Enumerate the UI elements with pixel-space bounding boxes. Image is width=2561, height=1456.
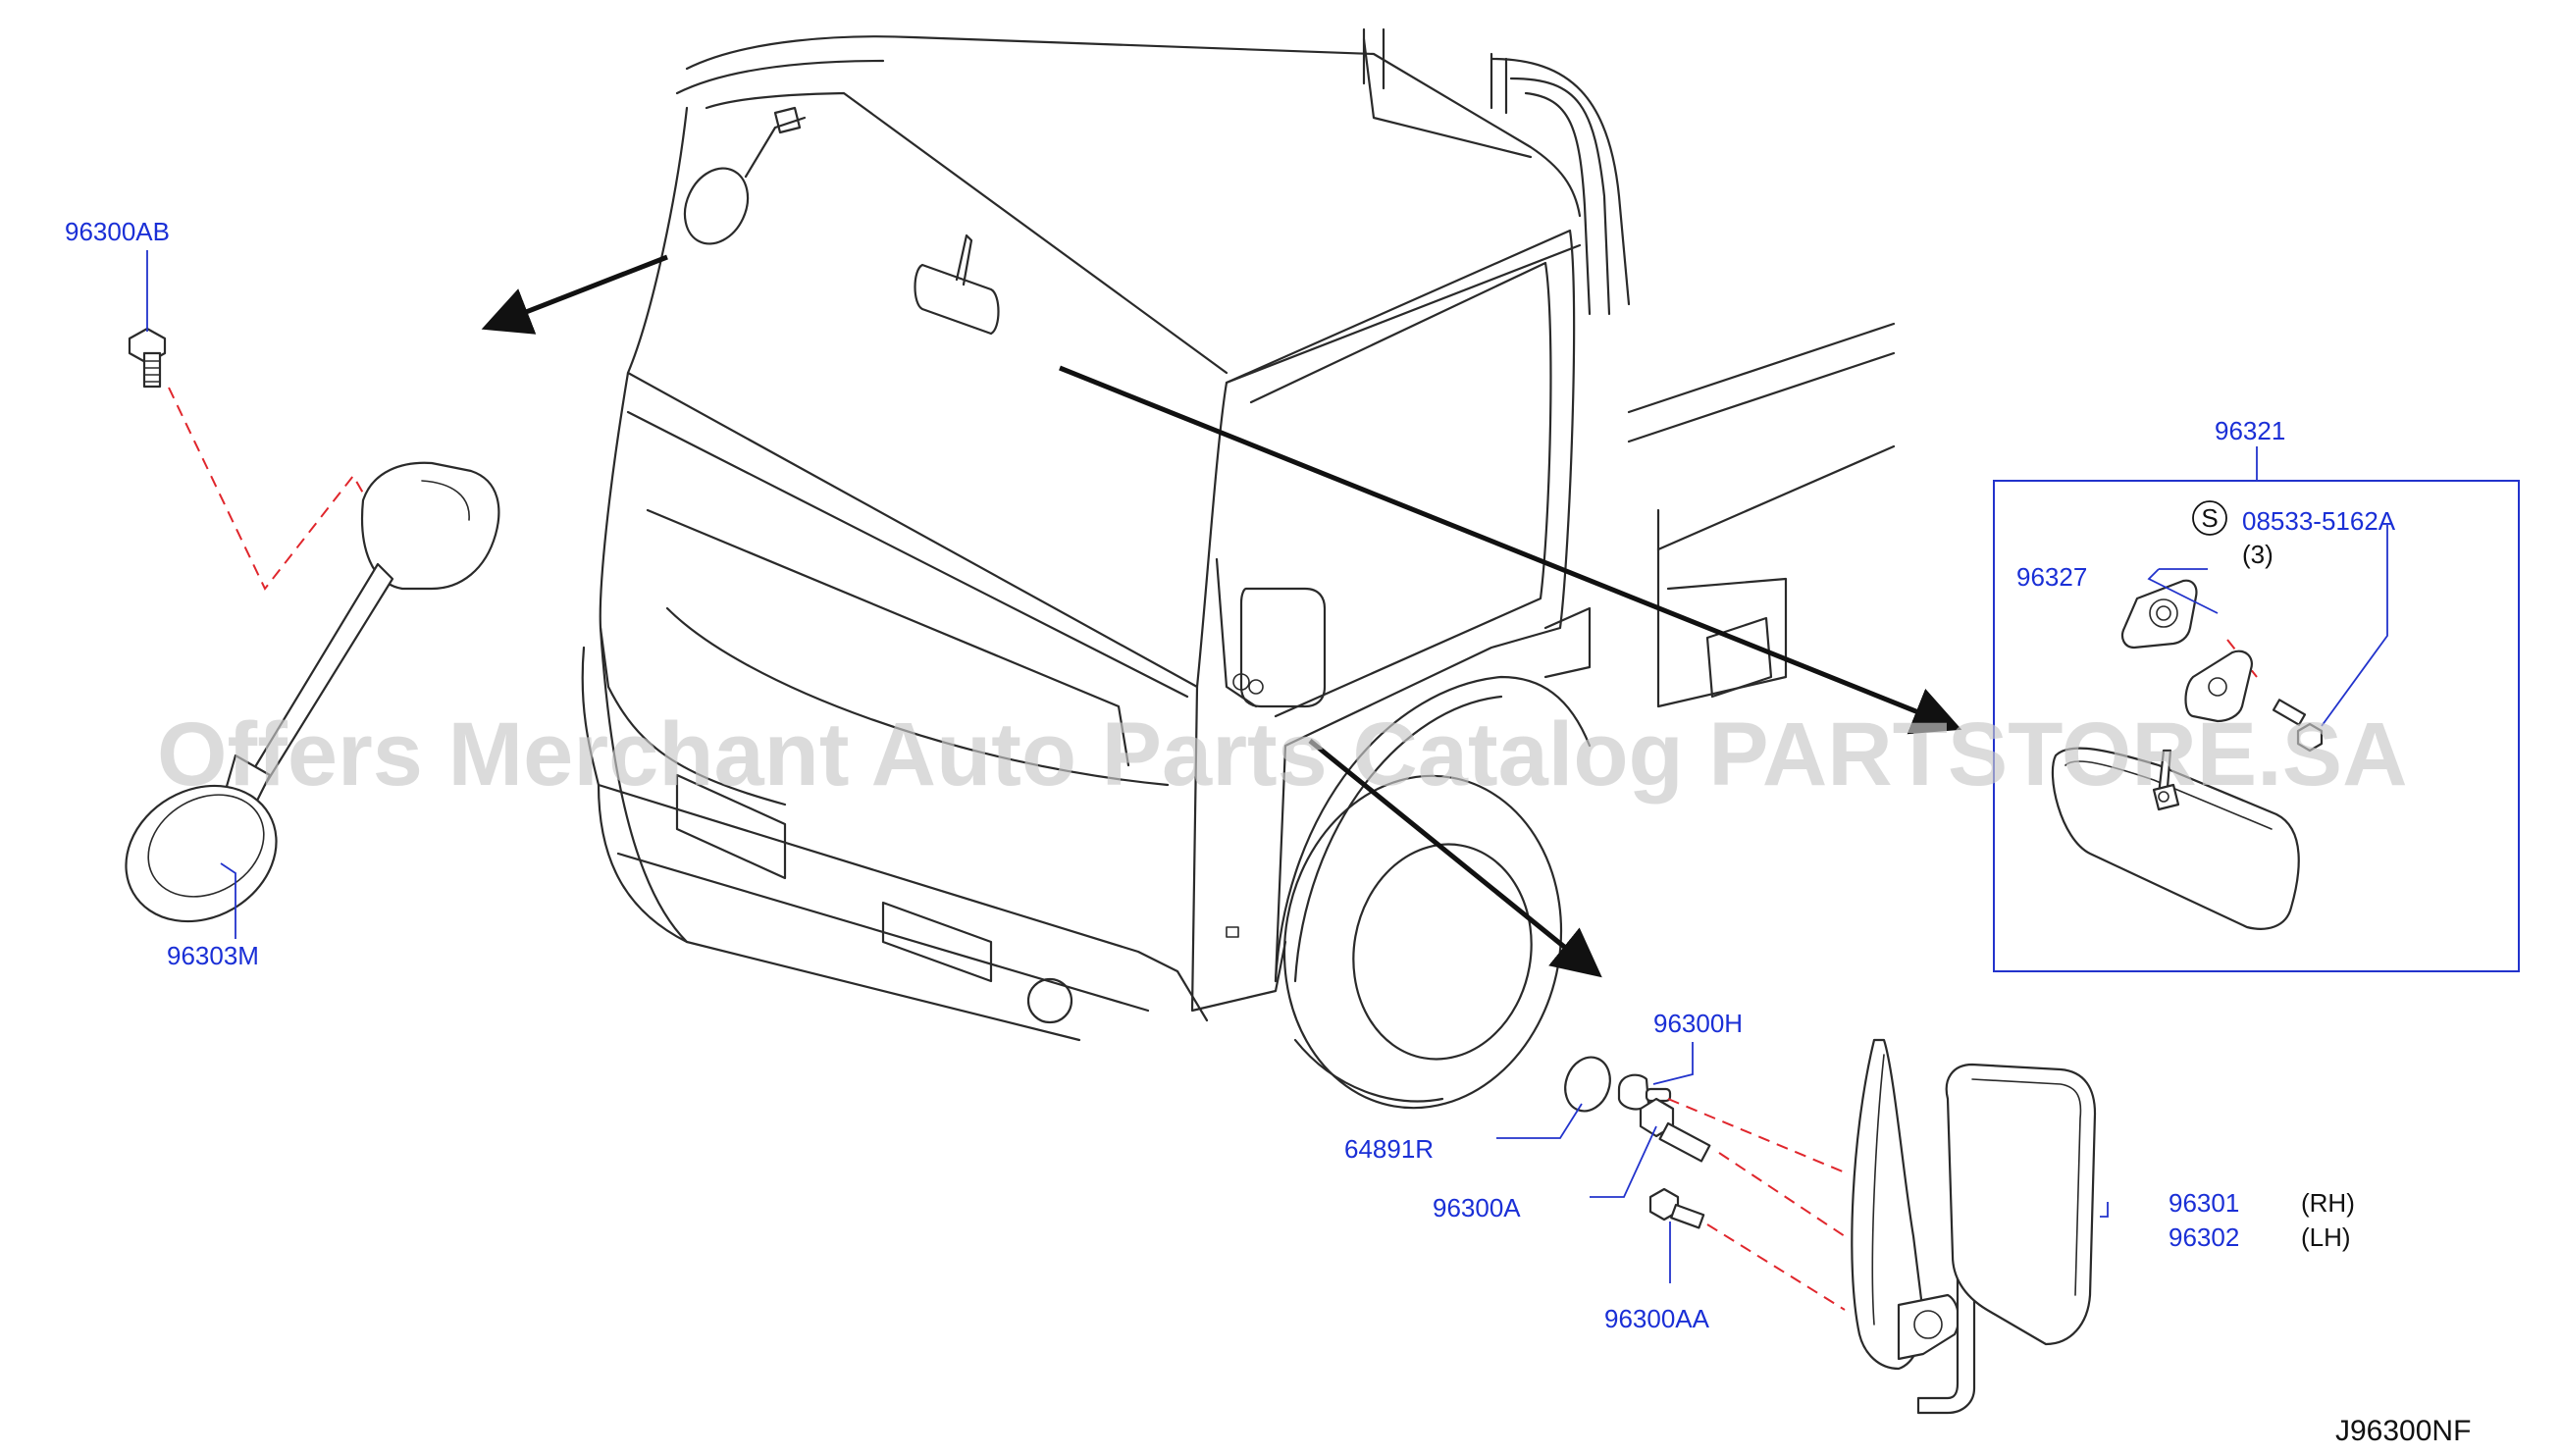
- bolt-96300AA: [1648, 1187, 1705, 1229]
- callout-96300H: 96300H: [1653, 1009, 1743, 1038]
- standard-part-symbol: [2192, 500, 2227, 536]
- reference-arrows: [481, 254, 1962, 978]
- callout-96321: 96321: [2215, 416, 2285, 445]
- clip-96300H: [1617, 1073, 1672, 1111]
- callout-96303M: 96303M: [167, 941, 259, 970]
- callout-labels: 96300AB 96303M 96321 S 08533-5162A (3) 9…: [65, 217, 2396, 1333]
- callout-96300AB: 96300AB: [65, 217, 170, 246]
- callout-96301: 96301: [2169, 1188, 2239, 1218]
- mirror-bracket-96327: [2120, 579, 2198, 650]
- cap-64891R: [1564, 1056, 1611, 1113]
- callout-64891R: 64891R: [1344, 1134, 1434, 1164]
- mirror-base: [2184, 650, 2253, 723]
- callout-96301-side: (RH): [2301, 1188, 2355, 1218]
- arrow-to-inner-mirror: [1059, 365, 1962, 735]
- callout-08533-quantity: (3): [2242, 540, 2274, 569]
- callout-96302-side: (LH): [2301, 1222, 2351, 1252]
- screw-08533-5162A: [2272, 699, 2324, 753]
- standard-part-symbol-letter: S: [2201, 503, 2218, 533]
- truck-cab-illustration: [581, 27, 1896, 1110]
- arrow-to-left-mirror: [481, 254, 668, 335]
- callout-96302: 96302: [2169, 1222, 2239, 1252]
- inside-mirror-box: [1993, 446, 2520, 972]
- front-under-mirror-assy: [125, 327, 500, 923]
- leader-lines: [146, 250, 2388, 1283]
- watermark-text: Offers Merchant Auto Parts Catalog PARTS…: [157, 704, 2408, 805]
- bolt-96300A: [1639, 1097, 1711, 1163]
- callout-96300A: 96300A: [1433, 1193, 1521, 1222]
- arrow-to-door-mirror: [1308, 739, 1602, 978]
- diagram-code: J96300NF: [2335, 1415, 2471, 1447]
- callout-96300AA: 96300AA: [1604, 1304, 1710, 1333]
- callout-96327: 96327: [2016, 562, 2087, 592]
- bolt-96300AB: [128, 327, 167, 389]
- callout-08533-5162A: 08533-5162A: [2242, 506, 2396, 536]
- door-mirror-assy: [1564, 1038, 2097, 1415]
